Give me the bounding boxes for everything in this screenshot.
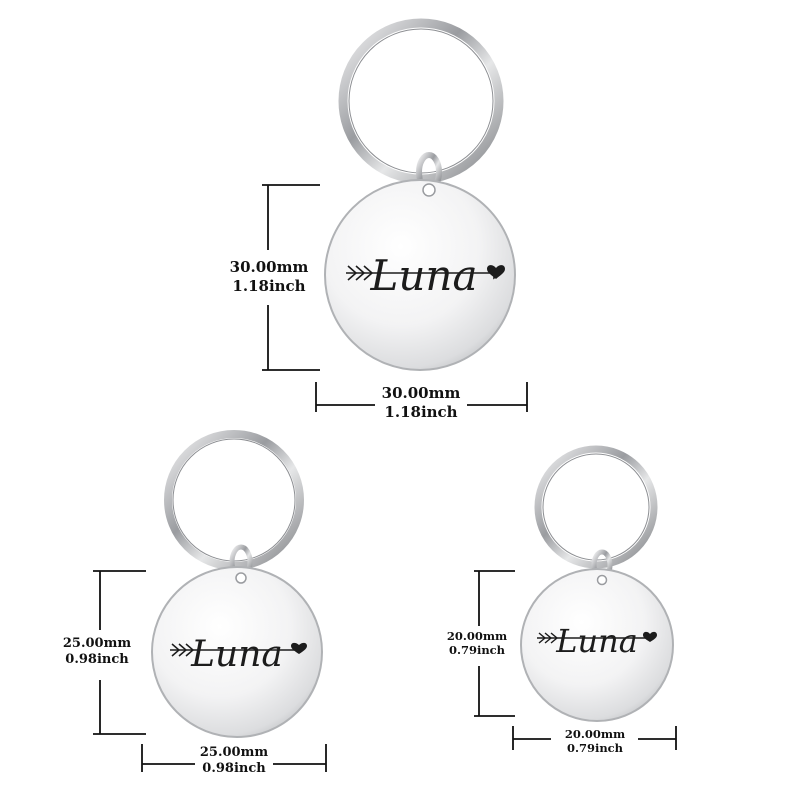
width-dimension [512,726,677,750]
width-inch: 1.18inch [384,402,458,421]
tag-hole [422,183,436,197]
height-mm: 30.00mm [229,258,309,276]
engraving-arrow [537,632,652,644]
width-mm: 30.00mm [381,384,461,402]
tag-hole [596,574,608,586]
width-mm: 25.00mm [199,745,269,760]
width-label-medium: 25.00mm 0.98inch [194,745,274,778]
height-dimension [262,184,320,371]
engraving-heart [291,642,307,654]
height-dimension [474,570,515,717]
key-ring [338,18,504,184]
width-inch: 0.98inch [202,761,266,777]
height-label-small: 20.00mm 0.79inch [440,629,514,658]
height-inch: 0.98inch [65,652,129,668]
width-inch: 0.79inch [566,741,624,756]
key-ring-inner-edge [348,28,494,174]
height-inch: 1.18inch [232,276,306,295]
tag-disc [151,566,323,738]
engraved-name: Luna [369,251,477,300]
width-mm: 20.00mm [564,727,626,741]
height-mm: 25.00mm [62,636,132,651]
engraving-arrow [346,265,503,281]
key-ring [164,430,304,570]
height-dimension [93,570,146,735]
height-label-medium: 25.00mm 0.98inch [56,636,138,669]
width-label-large: 30.00mm 1.18inch [376,384,466,422]
engraving-arrow [170,643,302,657]
key-ring-inner-edge [542,453,650,561]
height-inch: 0.79inch [448,643,506,658]
tag-medium: Luna [93,430,327,772]
tag-disc [520,568,674,722]
key-ring-inner-edge [172,438,296,562]
engraved-name: Luna [190,634,283,675]
engraving-heart [487,265,505,279]
tag-large: Luna [262,18,528,412]
tag-small: Luna [474,445,677,750]
width-dimension [315,382,528,412]
key-ring [534,445,658,569]
height-label-large: 30.00mm 1.18inch [224,258,314,296]
engraved-name: Luna [555,622,638,660]
width-label-small: 20.00mm 0.79inch [557,727,633,756]
width-dimension [141,744,327,772]
height-mm: 20.00mm [446,629,508,643]
tag-disc [324,179,516,371]
tag-hole [235,572,247,584]
engraving-heart [643,631,657,642]
